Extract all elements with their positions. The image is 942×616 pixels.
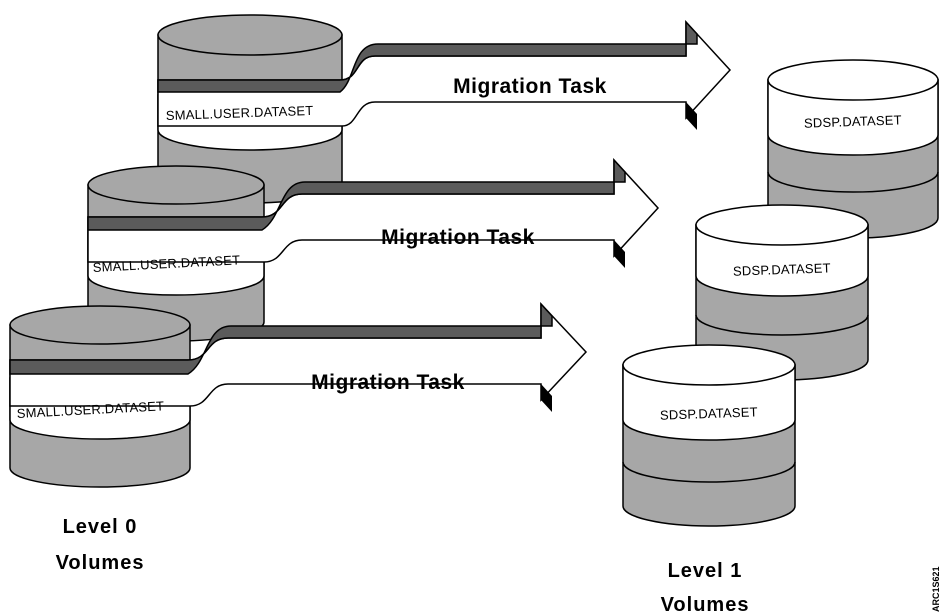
level0-caption-line2: Volumes (56, 552, 145, 574)
level1-dataset-label-2: SDSP.DATASET (733, 260, 831, 278)
level1-caption: Level 1 Volumes (661, 560, 750, 616)
level1-volume-3: SDSP.DATASET (622, 344, 796, 527)
migration-task-label-2: Migration Task (381, 226, 535, 249)
level0-caption-line1: Level 0 (63, 516, 138, 538)
figure-id: ARC1S621 (931, 566, 941, 612)
level1-volume-1: SDSP.DATASET (767, 59, 939, 239)
level0-caption: Level 0 Volumes (56, 516, 145, 574)
migration-task-label-3: Migration Task (311, 371, 465, 394)
level1-caption-line2: Volumes (661, 594, 750, 616)
level1-caption-line1: Level 1 (668, 560, 743, 582)
migration-task-label-1: Migration Task (453, 75, 607, 98)
level0-dataset-label-1: SMALL.USER.DATASET (166, 103, 314, 123)
level1-volume-2: SDSP.DATASET (695, 204, 869, 381)
level1-dataset-label-3: SDSP.DATASET (660, 404, 758, 422)
migration-arrow-3: SMALL.USER.DATASET Migration Task (9, 302, 588, 421)
migration-arrow-1: SMALL.USER.DATASET Migration Task (157, 20, 732, 130)
level1-dataset-label-1: SDSP.DATASET (804, 112, 902, 130)
